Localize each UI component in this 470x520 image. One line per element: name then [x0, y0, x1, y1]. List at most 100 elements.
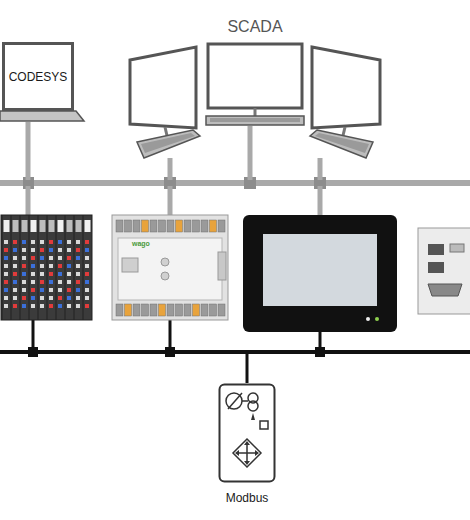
ethernet-drop — [26, 186, 31, 215]
io-rack — [4, 280, 8, 284]
io-rack — [40, 240, 44, 244]
io-rack — [13, 280, 17, 284]
plc-controller — [184, 304, 191, 316]
ethernet-drop — [318, 158, 323, 180]
io-rack — [85, 304, 89, 308]
io-rack — [22, 304, 26, 308]
io-rack — [85, 240, 89, 244]
monitor-center — [206, 44, 304, 125]
laptop-screen: CODESYS — [2, 42, 74, 111]
io-rack — [13, 240, 17, 244]
monitor-left — [137, 130, 200, 158]
io-rack — [4, 248, 8, 252]
io-rack — [67, 256, 71, 260]
device-symbol — [237, 443, 257, 463]
io-rack — [67, 272, 71, 276]
io-rack — [31, 264, 35, 268]
io-rack — [40, 272, 44, 276]
io-rack — [40, 264, 44, 268]
io-rack — [76, 304, 80, 308]
system-label: SCADA — [227, 18, 282, 36]
plc-controller — [161, 258, 169, 266]
io-rack — [49, 248, 53, 252]
io-rack — [13, 272, 17, 276]
plc-controller — [159, 304, 166, 316]
ethernet-drop — [28, 122, 320, 215]
laptop-base — [0, 111, 84, 121]
io-rack — [85, 288, 89, 292]
io-rack — [74, 215, 75, 320]
plc-controller — [176, 220, 183, 232]
touch-panel — [243, 215, 397, 332]
touch-panel — [263, 234, 377, 306]
plc-controller — [193, 304, 200, 316]
io-module — [418, 228, 470, 314]
plc-controller — [133, 220, 140, 232]
fieldbus-line — [28, 347, 38, 357]
io-rack — [58, 296, 62, 300]
device-symbol — [228, 393, 242, 409]
io-rack — [4, 220, 10, 232]
io-rack — [20, 215, 21, 320]
device-symbol — [233, 439, 261, 467]
io-rack — [1, 215, 92, 320]
io-rack — [22, 248, 26, 252]
io-rack — [31, 240, 35, 244]
monitor-right — [315, 133, 369, 153]
io-rack — [67, 240, 71, 244]
io-rack — [40, 220, 46, 232]
io-rack — [29, 215, 30, 320]
ethernet-drop — [248, 126, 253, 180]
monitor-left — [130, 47, 200, 158]
io-rack — [58, 304, 62, 308]
modbus-device: Modbus — [218, 383, 276, 505]
io-rack — [49, 304, 53, 308]
plc-controller — [133, 304, 140, 316]
device-symbol — [248, 401, 258, 411]
monitor-center — [210, 118, 300, 122]
fieldbus-line — [0, 350, 470, 354]
io-rack — [31, 220, 37, 232]
ethernet-drop — [168, 186, 173, 215]
io-rack — [4, 264, 8, 268]
plc-controller — [167, 304, 174, 316]
ethernet-drop — [26, 122, 31, 180]
plc-controller — [218, 220, 225, 232]
io-rack — [2, 215, 3, 320]
plc-controller — [218, 252, 226, 280]
plc-controller — [193, 220, 200, 232]
io-rack — [58, 240, 62, 244]
monitor-left — [141, 133, 195, 153]
device-symbol — [251, 413, 255, 420]
io-rack — [76, 240, 80, 244]
io-rack — [31, 280, 35, 284]
io-rack — [13, 288, 17, 292]
io-rack — [76, 220, 82, 232]
software-name: CODESYS — [9, 70, 68, 84]
io-rack — [67, 280, 71, 284]
io-rack — [31, 256, 35, 260]
io-rack — [49, 220, 55, 232]
io-rack — [67, 248, 71, 252]
monitor-right — [310, 130, 373, 158]
io-rack — [22, 240, 26, 244]
plc-controller — [116, 304, 123, 316]
plc-controller — [142, 304, 149, 316]
plc-controller — [142, 220, 149, 232]
io-rack — [4, 272, 8, 276]
io-rack — [58, 280, 62, 284]
io-rack — [85, 248, 89, 252]
plc-controller — [112, 215, 228, 320]
plc-controller — [184, 220, 191, 232]
io-rack — [49, 256, 53, 260]
monitor-center — [208, 44, 302, 108]
io-rack — [31, 272, 35, 276]
io-rack — [31, 248, 35, 252]
plc-controller — [125, 304, 132, 316]
io-rack — [31, 304, 35, 308]
fieldbus-line — [165, 347, 175, 357]
io-rack — [47, 215, 48, 320]
io-rack — [22, 280, 26, 284]
io-rack — [40, 280, 44, 284]
